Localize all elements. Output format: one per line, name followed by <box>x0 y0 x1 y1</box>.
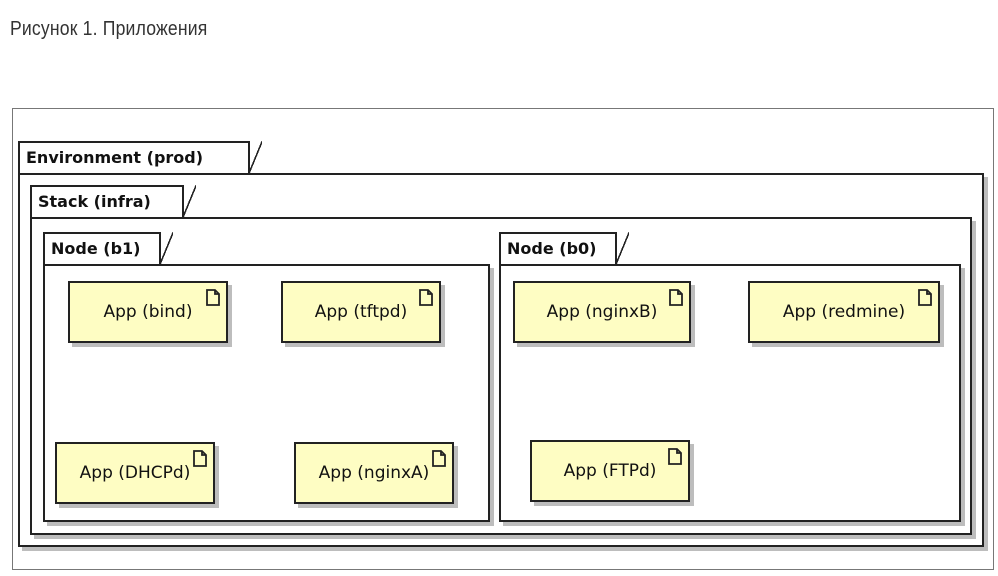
app-label: App (DHCPd) <box>79 463 191 483</box>
document-icon <box>668 448 682 465</box>
app-label: App (FTPd) <box>563 461 657 481</box>
app-tftpd: App (tftpd) <box>281 281 441 343</box>
app-nginxb: App (nginxB) <box>513 281 691 343</box>
app-ftpd: App (FTPd) <box>530 440 690 502</box>
app-label: App (nginxA) <box>318 463 430 483</box>
stack-label: Stack (infra) <box>38 192 151 211</box>
document-icon <box>419 289 433 306</box>
document-icon <box>193 450 207 467</box>
document-icon <box>432 450 446 467</box>
node-b1-label: Node (b1) <box>51 239 141 258</box>
app-redmine: App (redmine) <box>748 281 940 343</box>
document-icon <box>669 289 683 306</box>
node-b1-tab: Node (b1) <box>43 232 173 266</box>
figure-caption: Рисунок 1. Приложения <box>10 18 208 40</box>
app-bind: App (bind) <box>68 281 228 343</box>
app-nginxa: App (nginxA) <box>294 442 454 504</box>
stack-tab: Stack (infra) <box>30 185 196 219</box>
node-b0-label: Node (b0) <box>507 239 597 258</box>
document-icon <box>206 289 220 306</box>
node-b0-tab: Node (b0) <box>499 232 629 266</box>
document-icon <box>918 289 932 306</box>
app-label: App (tftpd) <box>314 302 408 322</box>
app-label: App (nginxB) <box>546 302 658 322</box>
environment-tab: Environment (prod) <box>18 141 262 175</box>
environment-label: Environment (prod) <box>26 148 204 167</box>
app-label: App (redmine) <box>782 302 906 322</box>
app-dhcpd: App (DHCPd) <box>55 442 215 504</box>
app-label: App (bind) <box>103 302 193 322</box>
